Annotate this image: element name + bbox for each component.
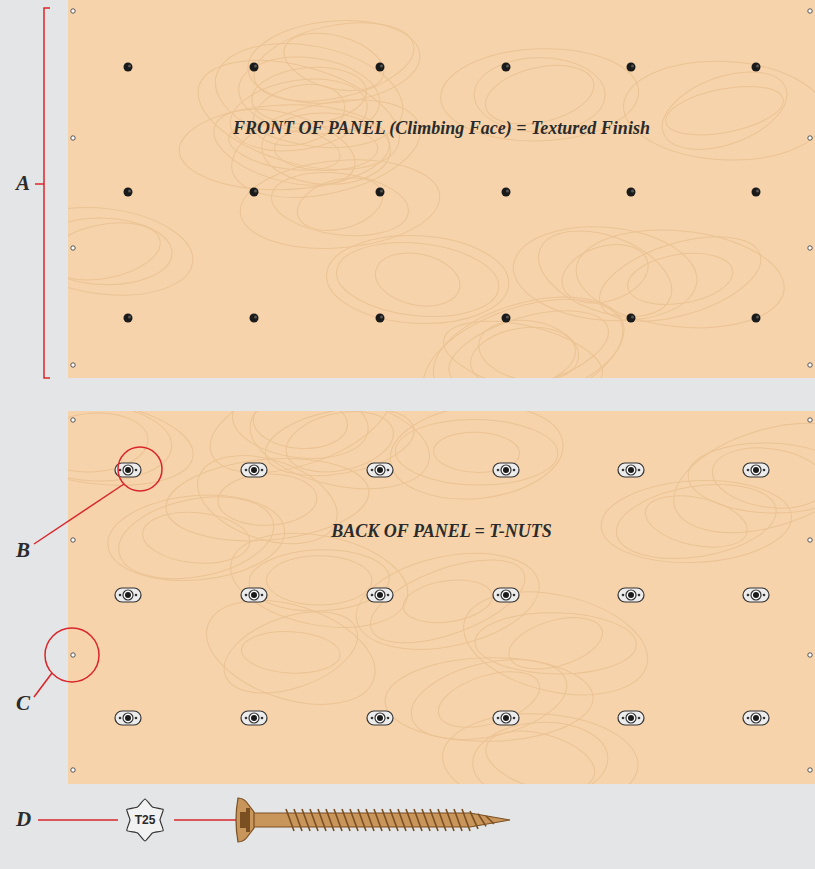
leader-line [34,484,124,544]
screw [236,798,510,842]
callout-letter: C [16,693,30,714]
panel-caption: BACK OF PANEL = T-NUTS [331,521,551,542]
callout-letter: D [16,809,31,830]
back-panel-box: BACK OF PANEL = T-NUTS [68,411,815,784]
callout-circle [118,447,162,491]
leader-line [34,673,52,697]
wood-grain [68,411,815,784]
t-nuts [115,463,769,725]
bit-size: T25 [135,813,156,827]
callout-letter: B [16,540,30,561]
callout-letter: A [16,173,30,194]
front-panel [68,0,815,378]
bracket [35,8,50,378]
leader-line [174,819,236,821]
torx-bit-star: T25 [122,797,168,843]
leader-line [38,819,118,821]
callout-circle [45,628,99,682]
bolt-holes [124,63,761,323]
back-panel [68,411,815,784]
screw-holes [71,9,812,772]
wood-grain [68,10,815,378]
front-panel-box: FRONT OF PANEL (Climbing Face) = Texture… [68,0,815,378]
panel-caption: FRONT OF PANEL (Climbing Face) = Texture… [233,118,650,139]
